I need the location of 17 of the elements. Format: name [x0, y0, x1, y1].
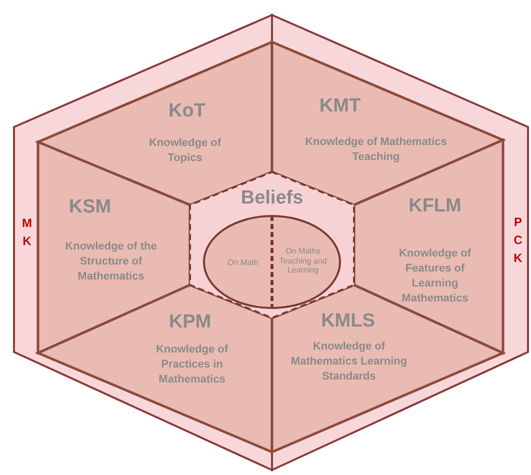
sector-heading: KMLS [320, 310, 376, 334]
belief-text: On Maths Teaching and Learning [278, 246, 328, 276]
sector-heading: KSM [68, 196, 112, 220]
beliefs-heading: Beliefs [240, 188, 304, 210]
sector-heading: KPM [168, 312, 212, 334]
sector-description: Knowledge of the Structure of Mathematics [64, 240, 158, 284]
sector-description: Knowledge of Topics [148, 136, 222, 166]
band-label: MK [21, 215, 33, 250]
sector-heading: KoT [168, 100, 206, 124]
belief-text: On Math [226, 258, 260, 268]
sector-heading: KFLM [408, 196, 462, 218]
sector-heading: KMT [318, 96, 362, 118]
sector-description: Knowledge of Practices in Mathematics [154, 342, 230, 388]
sector-description: Knowledge of Features of Learning Mathematics [398, 246, 472, 306]
sector-description: Knowledge of Mathematics Learning Standards [290, 340, 408, 384]
sector-description: Knowledge of Mathematics Teaching [304, 135, 448, 165]
band-label: PCK [512, 214, 524, 267]
